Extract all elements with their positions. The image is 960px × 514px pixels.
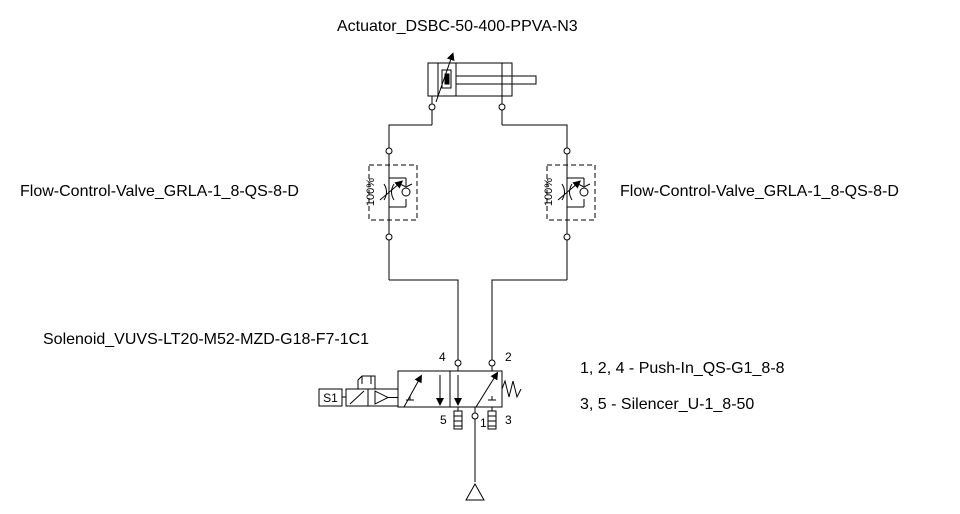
- silencer-3-symbol: [487, 407, 497, 430]
- legend-push-in: 1, 2, 4 - Push-In_QS-G1_8-8: [580, 360, 785, 377]
- legend-silencer: 3, 5 - Silencer_U-1_8-50: [580, 396, 755, 413]
- solenoid-tag: S1: [323, 391, 338, 405]
- actuator-symbol: [427, 52, 537, 103]
- port-4-label: 4: [439, 350, 446, 364]
- port-3-label: 3: [505, 413, 512, 427]
- solenoid-label: Solenoid_VUVS-LT20-M52-MZD-G18-F7-1C1: [43, 331, 370, 348]
- flow-valve-right-label: Flow-Control-Valve_GRLA-1_8-QS-8-D: [620, 183, 899, 200]
- flow-right-setting: 100%: [543, 178, 555, 206]
- flow-valve-left-symbol: [368, 147, 418, 280]
- pressure-source-symbol: [465, 482, 485, 501]
- silencer-5-symbol: [453, 407, 463, 430]
- actuator-label: Actuator_DSBC-50-400-PPVA-N3: [337, 18, 578, 35]
- solenoid-valve-symbol: [318, 370, 522, 408]
- port-1-label: 1: [480, 416, 487, 430]
- flow-left-setting: 100%: [365, 178, 377, 206]
- flow-valve-left-label: Flow-Control-Valve_GRLA-1_8-QS-8-D: [20, 183, 299, 200]
- port-5-label: 5: [440, 413, 447, 427]
- flow-valve-right-symbol: [546, 147, 596, 280]
- port-2-label: 2: [505, 350, 512, 364]
